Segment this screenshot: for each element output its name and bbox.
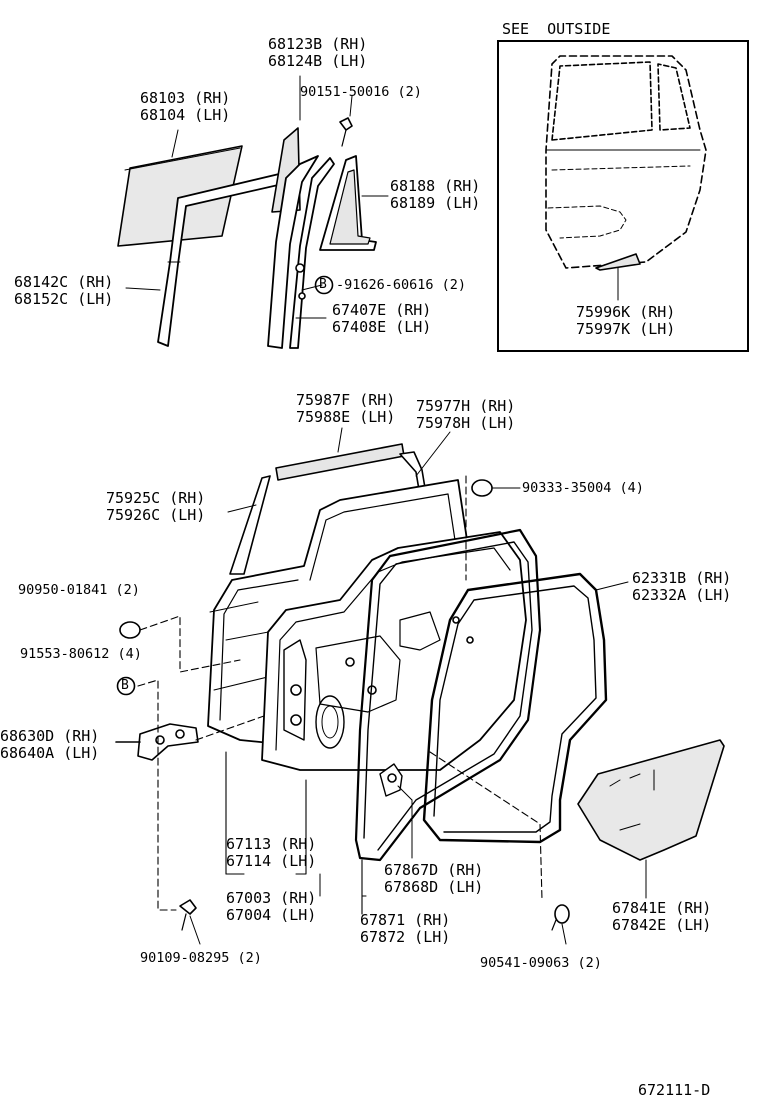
leader-90541 bbox=[561, 923, 567, 945]
leader-62331-inner bbox=[209, 601, 259, 613]
label-67871: 67871 (RH)67872 (LH) bbox=[360, 911, 451, 946]
outside-door-sketch bbox=[545, 55, 707, 269]
bolt-90109 bbox=[179, 899, 197, 931]
leader-90109 bbox=[189, 915, 201, 945]
label-91553: 91553-80612 (4) bbox=[20, 646, 142, 662]
callout-b-upper-letter: B bbox=[319, 277, 327, 292]
belt-moulding-outer bbox=[275, 443, 405, 481]
leader-91626 bbox=[301, 284, 323, 291]
label-75977: 75977H (RH)75978H (LH) bbox=[416, 397, 516, 432]
leader-75987 bbox=[337, 427, 343, 453]
outside-moulding-75996 bbox=[595, 253, 641, 271]
door-hinge-68630 bbox=[115, 723, 199, 761]
door-shell bbox=[261, 531, 527, 771]
leader-68142 bbox=[125, 287, 161, 291]
leader-68103 bbox=[171, 129, 179, 158]
label-68142: 68142C (RH)68152C (LH) bbox=[14, 273, 114, 308]
label-90333: 90333-35004 (4) bbox=[522, 480, 644, 496]
door-weatherstrip-inner bbox=[354, 528, 542, 862]
label-90151: 90151-50016 (2) bbox=[300, 84, 422, 100]
label-90109: 90109-08295 (2) bbox=[140, 950, 262, 966]
quarter-window-glass bbox=[319, 155, 377, 251]
service-hole-cover bbox=[577, 739, 725, 861]
label-68630: 68630D (RH)68640A (LH) bbox=[0, 727, 100, 762]
leader-67867 bbox=[397, 785, 413, 801]
plug-90333 bbox=[471, 479, 493, 497]
leader-90151 bbox=[349, 95, 353, 117]
label-68188: 68188 (RH)68189 (LH) bbox=[390, 177, 481, 212]
plug-90950 bbox=[119, 621, 141, 639]
label-90950: 90950-01841 (2) bbox=[18, 582, 140, 598]
screw-90151 bbox=[339, 117, 353, 147]
inset-title: SEE OUTSIDE bbox=[502, 20, 611, 38]
label-75987: 75987F (RH)75988E (LH) bbox=[296, 391, 396, 426]
dashed-reference-lines bbox=[137, 475, 543, 911]
label-90541: 90541-09063 (2) bbox=[480, 955, 602, 971]
label-75925: 75925C (RH)75926C (LH) bbox=[106, 489, 206, 524]
leader-75977 bbox=[415, 431, 451, 477]
leader-75925 bbox=[227, 504, 257, 513]
bracket-lines bbox=[225, 751, 367, 915]
door-glass-run-rear bbox=[229, 475, 271, 575]
clip-90541 bbox=[551, 904, 570, 931]
label-67407: 67407E (RH)67408E (LH) bbox=[332, 301, 432, 336]
center-division-bar bbox=[267, 155, 335, 349]
label-68123: 68123B (RH)68124B (LH) bbox=[268, 35, 368, 70]
door-check bbox=[379, 763, 403, 797]
callout-b-upper bbox=[314, 275, 334, 295]
callout-b-lower-letter: B bbox=[121, 678, 129, 693]
label-67841: 67841E (RH)67842E (LH) bbox=[612, 899, 712, 934]
document-code: 672111-D bbox=[638, 1081, 711, 1099]
see-outside-inset bbox=[497, 40, 749, 352]
label-91626: -91626-60616 (2) bbox=[336, 277, 467, 293]
rear-door-glass bbox=[117, 145, 243, 247]
label-62331: 62331B (RH)62332A (LH) bbox=[632, 569, 732, 604]
leader-62331 bbox=[595, 581, 629, 591]
callout-b-lower bbox=[116, 676, 136, 696]
label-75996: 75996K (RH)75997K (LH) bbox=[576, 303, 676, 338]
label-67003: 67003 (RH)67004 (LH) bbox=[226, 889, 317, 924]
label-67113: 67113 (RH)67114 (LH) bbox=[226, 835, 317, 870]
label-67867: 67867D (RH)67868D (LH) bbox=[384, 861, 484, 896]
label-68103: 68103 (RH)68104 (LH) bbox=[140, 89, 231, 124]
door-hinge-area bbox=[283, 639, 307, 741]
door-weatherstrip-outer bbox=[422, 572, 608, 844]
